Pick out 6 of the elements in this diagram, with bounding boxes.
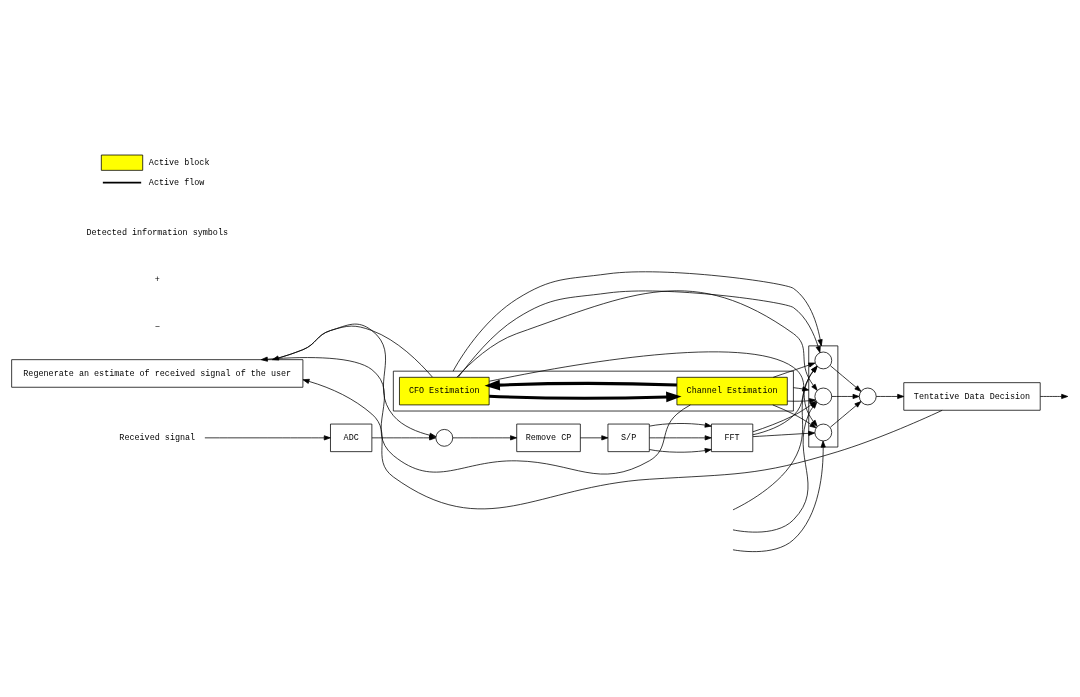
label: + (154, 275, 160, 286)
legend-label: Active block (148, 157, 210, 168)
label: − (154, 321, 160, 332)
legend-label: Active flow (148, 177, 205, 188)
node-text: Received signal (119, 432, 196, 443)
label: Detected information symbols (86, 228, 229, 239)
